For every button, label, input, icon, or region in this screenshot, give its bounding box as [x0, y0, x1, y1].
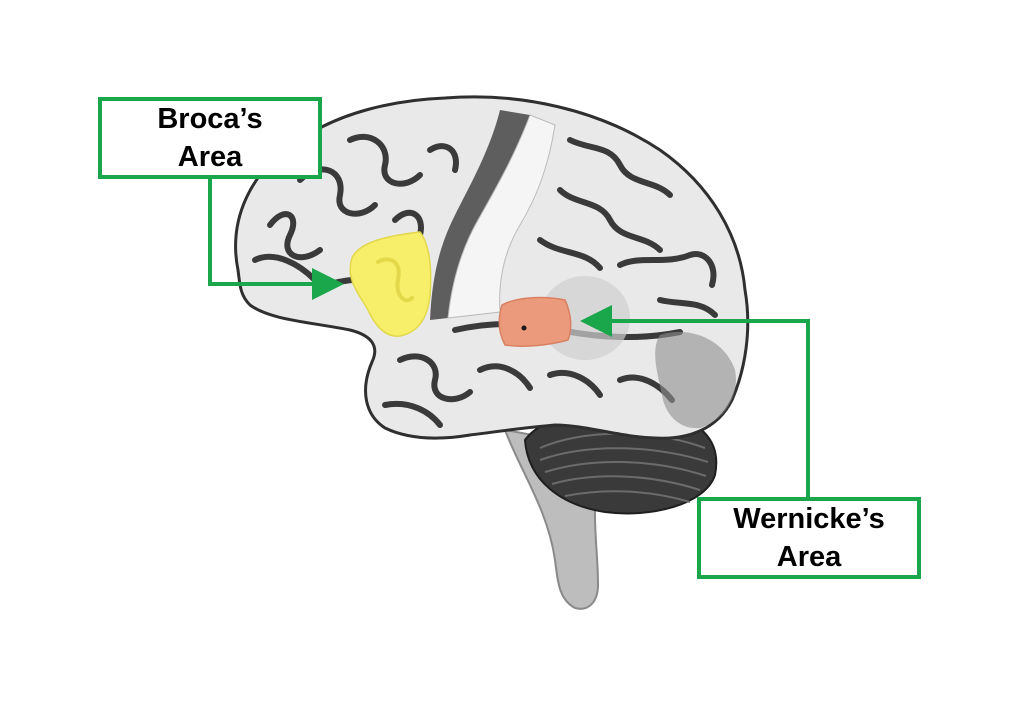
motor-strip	[430, 110, 530, 320]
wernicke-label: Wernicke’s Area	[733, 503, 885, 573]
occipital-region	[655, 331, 736, 429]
wernicke-marker-dot	[521, 325, 527, 331]
broca-label: Broca’s Area	[157, 103, 263, 173]
broca-gyrus-line	[376, 257, 414, 303]
sensory-strip	[447, 114, 556, 319]
broca-label-box: Broca’s Area	[98, 97, 322, 179]
wernicke-connector	[580, 305, 810, 497]
wernicke-region	[498, 296, 572, 347]
wernicke-label-box: Wernicke’s Area	[697, 497, 921, 579]
broca-connector	[208, 179, 344, 300]
broca-region	[349, 231, 432, 337]
